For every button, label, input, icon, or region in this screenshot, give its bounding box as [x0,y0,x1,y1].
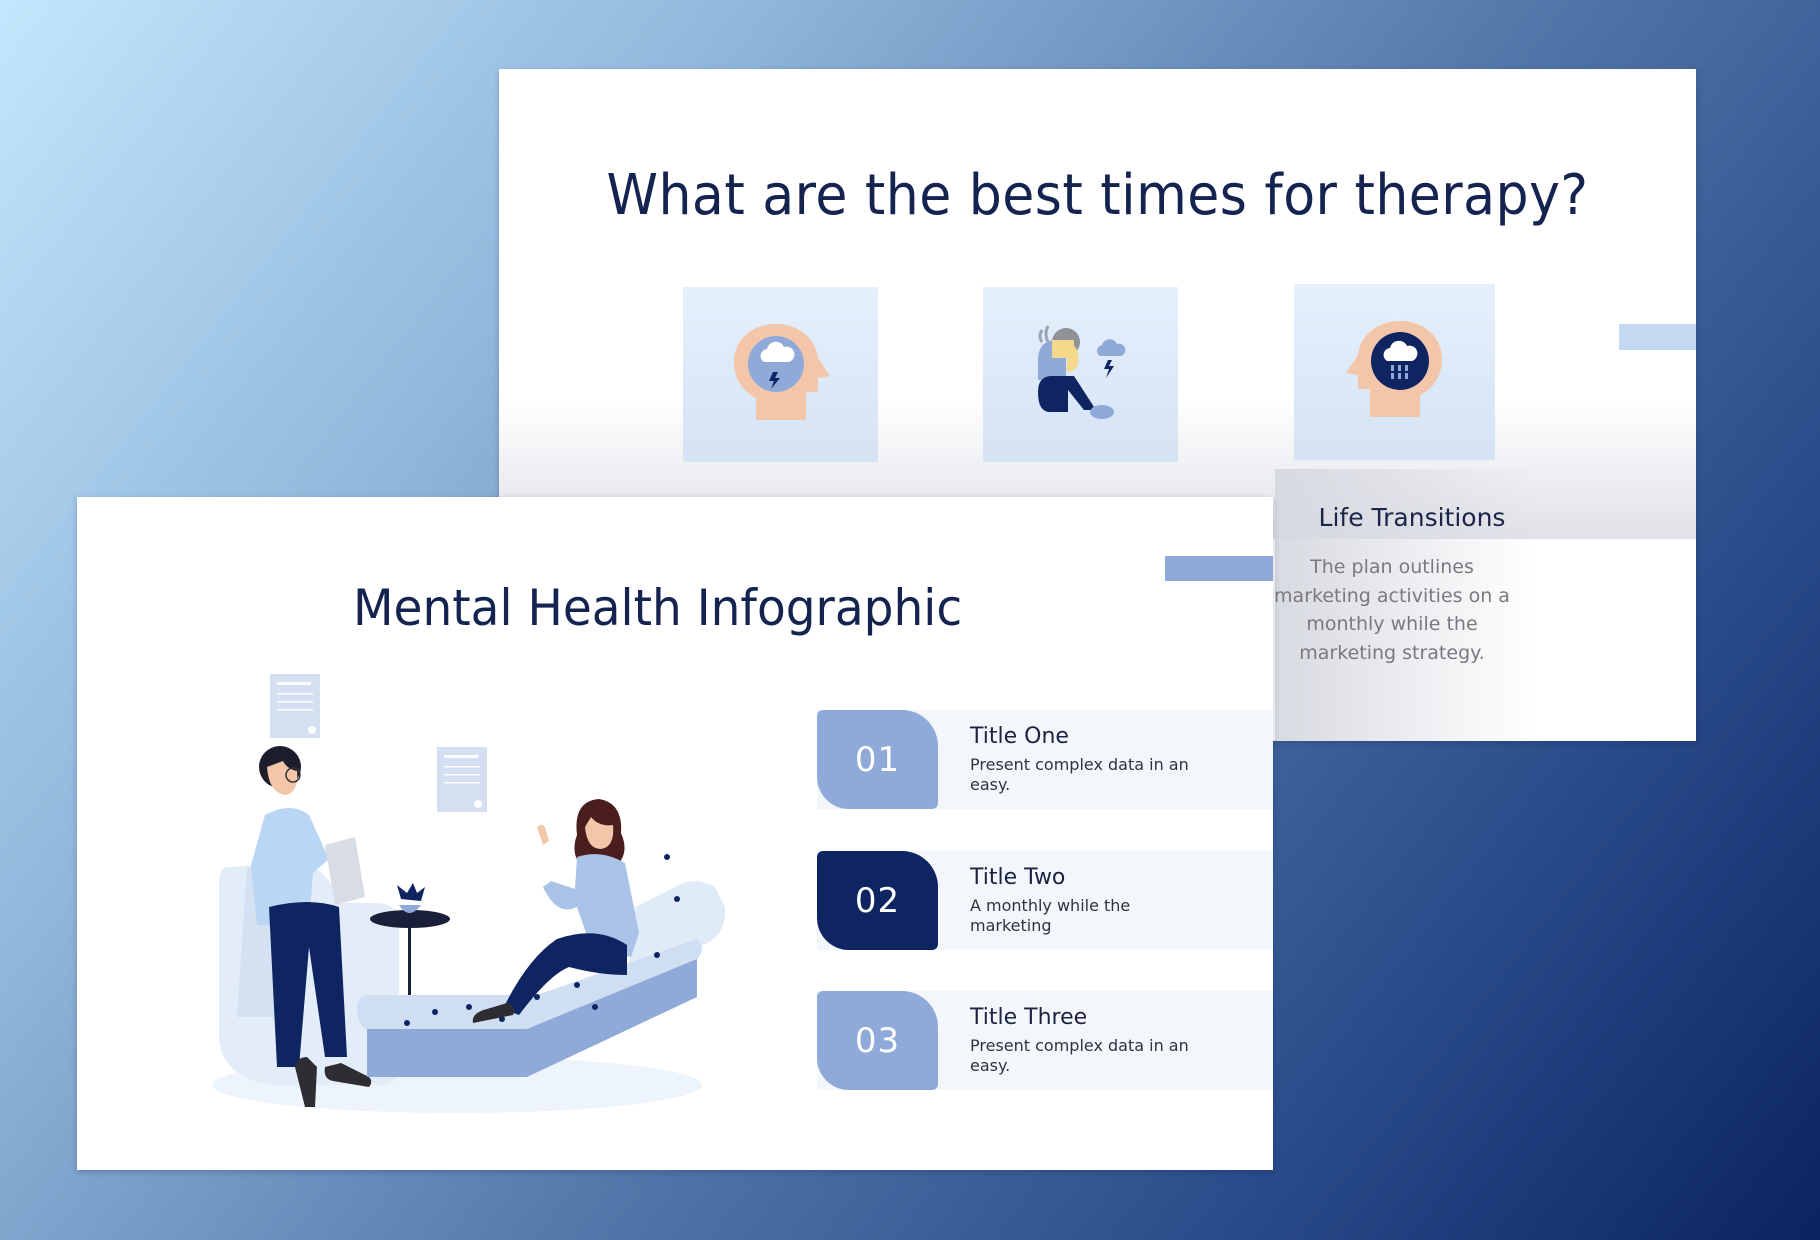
front-slide-mental-health: Mental Health Infographic [77,497,1273,1170]
list-item-3: 03 Title Three Present complex data in a… [817,991,1273,1090]
number-badge: 02 [817,851,938,950]
life-transitions-description: The plan outlines marketing activities o… [1274,556,1510,664]
accent-bar [1619,324,1696,350]
slide-shadow-gradient [1275,469,1535,741]
item-title: Title One [970,724,1069,749]
item-description: Present complex data in an easy. [970,755,1189,794]
wall-document-icon [437,747,487,812]
distressed-person-storm-icon [1037,324,1125,419]
item-description: Present complex data in an easy. [970,1036,1189,1075]
back-slide-title: What are the best times for therapy? [606,163,1589,228]
head-rain-cloud-icon [1345,321,1442,417]
icon-card-1 [683,287,878,462]
icon-card-2 [983,287,1178,462]
accent-bar [1165,556,1273,581]
wall-document-icon [270,674,320,738]
item-description: A monthly while the marketing [970,896,1131,935]
life-transitions-title: Life Transitions [1318,503,1506,532]
number-badge: 01 [817,710,938,809]
front-slide-title: Mental Health Infographic [353,579,963,637]
number-badge: 03 [817,991,938,1090]
icon-card-3 [1294,284,1495,460]
item-title: Title Two [970,865,1066,890]
list-item-1: 01 Title One Present complex data in an … [817,710,1273,809]
therapist-and-patient-illustration [212,674,726,1113]
item-title: Title Three [970,1005,1088,1030]
list-item-2: 02 Title Two A monthly while the marketi… [817,851,1273,950]
head-cloud-lightning-icon [733,323,830,420]
